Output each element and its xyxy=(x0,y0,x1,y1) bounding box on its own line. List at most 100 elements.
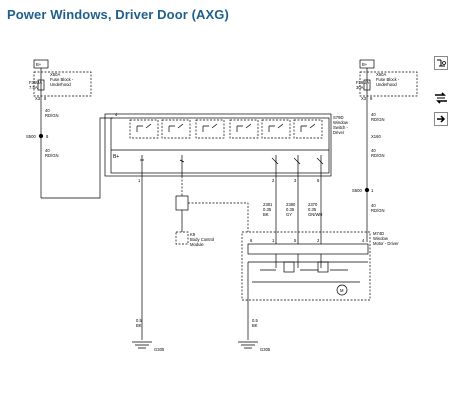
wire-right-color2: RD/GN xyxy=(371,153,385,158)
pin-left-x: X3 xyxy=(35,96,41,101)
fuse-block-left xyxy=(33,71,92,97)
wire-right-gauge2: 40 xyxy=(371,148,376,153)
fuse-right-name: F26UA xyxy=(356,80,369,85)
w-b-circuit: 2380 xyxy=(286,202,296,207)
wire-left-color2: RD/GN xyxy=(45,153,59,158)
splice-right-dot xyxy=(364,187,370,193)
gnd-right-id: G305 xyxy=(260,347,271,352)
switch-pin6: 6 xyxy=(317,178,320,183)
motor-connector-bar xyxy=(247,243,369,255)
motor-desc2: Motor - Driver xyxy=(373,241,399,246)
switch-group-2 xyxy=(161,119,191,139)
fuse-right-id: X50A xyxy=(376,72,386,77)
switch-pin2: 2 xyxy=(272,178,275,183)
pin-right-x: X3 xyxy=(361,96,367,101)
motor-symbol xyxy=(336,284,348,296)
connector-view-icon[interactable] xyxy=(434,91,448,105)
wire-left-to-switch xyxy=(41,117,113,199)
fuse-left-desc2: Underhood xyxy=(50,82,71,87)
window-switch-outline xyxy=(104,113,332,177)
k9-module-box xyxy=(175,231,189,245)
fuse-right-desc1: Fuse Block - xyxy=(376,77,400,82)
motor-relay-2 xyxy=(317,261,329,273)
switch-bplus: B+ xyxy=(113,154,119,160)
window-motor-outline xyxy=(241,231,371,301)
gnd-right-color: BK xyxy=(252,323,258,328)
fuse-right-rating: 30A xyxy=(356,85,364,90)
switch-group-1 xyxy=(129,119,159,139)
k9-connector xyxy=(175,195,189,211)
gnd-left-color: BK xyxy=(136,323,142,328)
motor-relay-1 xyxy=(283,261,295,273)
ground-symbol-right xyxy=(238,341,258,349)
switch-pin-k9-lead xyxy=(179,155,185,176)
k9-desc1: Body Control xyxy=(190,237,214,242)
gnd-left-gauge: 0.5 xyxy=(136,318,142,323)
fuse-block-right xyxy=(359,71,418,97)
w-b-gauge: 0.35 xyxy=(286,207,295,212)
motor-pin1: 1 xyxy=(272,238,275,243)
motor-desc1: Window xyxy=(373,236,389,241)
fuse-left-rating: 7.5A xyxy=(29,85,38,90)
wire-right-color1: RD/GN xyxy=(371,117,385,122)
wire-right-gauge3: 40 xyxy=(371,203,376,208)
symbol-legend-icon[interactable] xyxy=(434,56,448,70)
switch-pin4: 4 xyxy=(115,112,118,117)
w-b-color: GY xyxy=(286,212,292,217)
wire-left-gauge2: 40 xyxy=(45,148,50,153)
w-a-circuit: 2381 xyxy=(263,202,273,207)
switch-pin1-lead xyxy=(140,155,144,176)
switch-pin6-lead xyxy=(316,155,324,176)
motor-pin-leads xyxy=(275,254,322,268)
w-c-circuit: 2370 xyxy=(308,202,318,207)
switch-pin1: 1 xyxy=(138,178,141,183)
splice-right-label: S500 xyxy=(352,188,362,193)
switch-group-4 xyxy=(229,119,259,139)
bplus-right-label: B+ xyxy=(362,62,368,67)
w-a-gauge: 0.35 xyxy=(263,207,272,212)
motor-pin6: 6 xyxy=(250,238,253,243)
wire-right-gauge1: 40 xyxy=(371,112,376,117)
switch-id: S79D xyxy=(333,115,343,120)
fuse-left-name: F35UA xyxy=(29,80,42,85)
switch-desc1: Window xyxy=(333,120,349,125)
fuse-left-id: X50A xyxy=(50,72,60,77)
gnd-right-gauge: 0.5 xyxy=(252,318,258,323)
splice-left-pin: 8 xyxy=(46,134,49,139)
switch-group-3 xyxy=(195,119,225,139)
w-a-color: BK xyxy=(263,212,269,217)
fuse-right-symbol xyxy=(363,79,371,91)
fuse-left-desc1: Fuse Block - xyxy=(50,77,74,82)
next-page-icon[interactable] xyxy=(434,112,448,126)
wire-left-gauge1: 40 xyxy=(45,108,50,113)
fuse-left-symbol xyxy=(37,79,45,91)
motor-pin2: 2 xyxy=(317,238,320,243)
w-c-color: GN/WH xyxy=(308,212,322,217)
w-c-gauge: 0.35 xyxy=(308,207,317,212)
splice-right-pin: 1 xyxy=(371,188,374,193)
pin-left-num: 8 xyxy=(44,96,47,101)
switch-desc3: Driver xyxy=(333,130,345,135)
switch-pin3-lead xyxy=(293,155,301,176)
ground-symbol-left xyxy=(132,341,152,349)
pin-right-num: 8 xyxy=(370,96,373,101)
bplus-left-label: B+ xyxy=(36,62,42,67)
wire-right-color3: RD/GN xyxy=(371,208,385,213)
switch-pin3: 3 xyxy=(294,178,297,183)
fuse-right-desc2: Underhood xyxy=(376,82,397,87)
k9-desc2: Module xyxy=(190,242,204,247)
page-title: Power Windows, Driver Door (AXG) xyxy=(7,7,229,22)
k9-id: K9 xyxy=(190,232,196,237)
splice-left-dot xyxy=(38,133,44,139)
window-switch-inner xyxy=(110,117,330,174)
splice-left-label: S500 xyxy=(26,134,36,139)
motor-id: M74D xyxy=(373,231,384,236)
conn-right-id: X160 xyxy=(371,134,381,139)
switch-group-5 xyxy=(261,119,291,139)
motor-pin5: 5 xyxy=(294,238,297,243)
wire-left-color1: RD/GN xyxy=(45,113,59,118)
switch-desc2: Switch - xyxy=(333,125,348,130)
switch-group-6 xyxy=(293,119,323,139)
gnd-left-id: G305 xyxy=(154,347,165,352)
